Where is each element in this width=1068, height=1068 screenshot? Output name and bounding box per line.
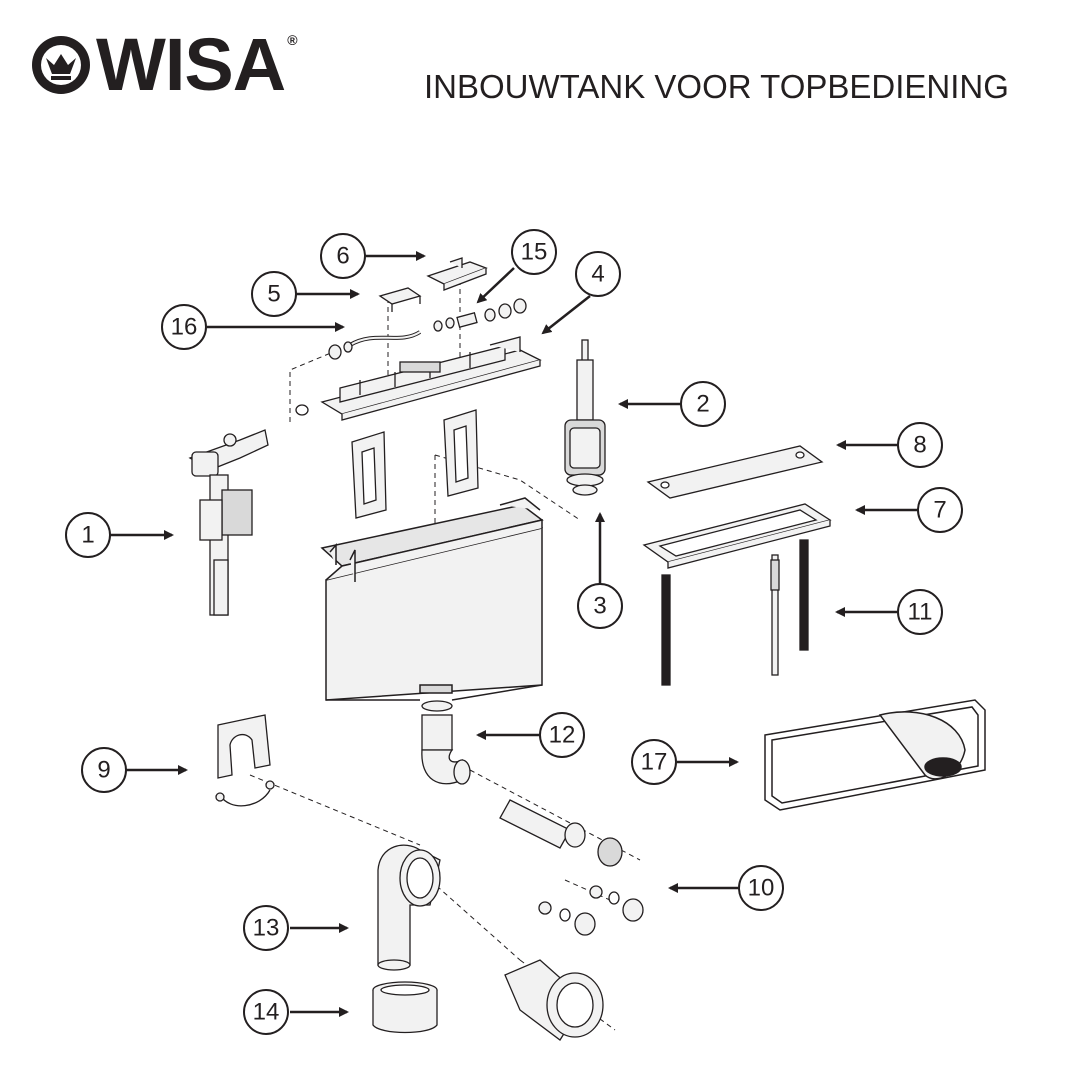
callout-circle-8 bbox=[897, 422, 943, 468]
callout-arrows bbox=[110, 251, 917, 1017]
arrow-15 bbox=[476, 267, 515, 304]
callout-number-10: 10 bbox=[748, 875, 775, 902]
part-14-sleeve bbox=[372, 981, 438, 1034]
callout-number-6: 6 bbox=[336, 243, 349, 270]
callout-number-17: 17 bbox=[641, 749, 668, 776]
brand-name: WISA bbox=[96, 23, 286, 106]
callout-circle-4 bbox=[575, 251, 621, 297]
callout-number-2: 2 bbox=[696, 391, 709, 418]
part-17-flush-plate bbox=[764, 699, 986, 811]
callout-number-1: 1 bbox=[81, 522, 94, 549]
part-1-fill-valve bbox=[188, 429, 269, 616]
part-6-lever-bracket bbox=[426, 257, 488, 291]
pan-connector-elbow bbox=[504, 959, 604, 1041]
callout-circle-2 bbox=[680, 381, 726, 427]
tank-hangers bbox=[351, 409, 479, 519]
callout-circle-15 bbox=[511, 229, 557, 275]
registered-mark: ® bbox=[287, 32, 298, 48]
callout-number-13: 13 bbox=[253, 915, 280, 942]
callout-circle-3 bbox=[577, 583, 623, 629]
callout-number-7: 7 bbox=[933, 497, 946, 524]
cistern-tank bbox=[320, 497, 544, 701]
callout-circle-14 bbox=[243, 989, 289, 1035]
part-13-pipe-bend bbox=[377, 844, 441, 971]
callout-number-8: 8 bbox=[913, 432, 926, 459]
callout-number-11: 11 bbox=[908, 599, 933, 626]
crown-in-circle-icon bbox=[32, 36, 90, 94]
part-8-cover-plate bbox=[646, 445, 824, 499]
callout-number-4: 4 bbox=[591, 261, 604, 288]
part-10-fittings bbox=[499, 799, 644, 936]
part-4-top-frame bbox=[295, 336, 542, 421]
arrow-4 bbox=[541, 295, 591, 335]
callout-circle-16 bbox=[161, 304, 207, 350]
part-11-threaded-rods bbox=[661, 539, 809, 686]
part-9-bracket bbox=[215, 714, 275, 807]
callout-number-15: 15 bbox=[521, 239, 548, 266]
callout-number-14: 14 bbox=[253, 999, 280, 1026]
wisa-logo: WISA ® bbox=[30, 23, 298, 106]
part-15-rod-and-nuts bbox=[433, 298, 527, 332]
part-16-cable bbox=[328, 330, 422, 360]
callout-circle-17 bbox=[631, 739, 677, 785]
part-12-bend bbox=[421, 700, 471, 785]
page-title: INBOUWTANK VOOR TOPBEDIENING bbox=[424, 68, 1009, 105]
callout-markers bbox=[65, 229, 963, 1035]
callout-circle-7 bbox=[917, 487, 963, 533]
callout-circle-11 bbox=[897, 589, 943, 635]
part-2-flush-valve bbox=[564, 339, 606, 496]
callout-circle-10 bbox=[738, 865, 784, 911]
callout-circle-5 bbox=[251, 271, 297, 317]
callout-circle-6 bbox=[320, 233, 366, 279]
callout-number-9: 9 bbox=[97, 757, 110, 784]
callout-circle-9 bbox=[81, 747, 127, 793]
callout-circle-1 bbox=[65, 512, 111, 558]
callout-number-12: 12 bbox=[549, 722, 576, 749]
callout-number-3: 3 bbox=[593, 593, 606, 620]
callout-numbers: 1 2 3 4 5 6 7 8 9 10 11 12 13 14 15 16 1… bbox=[81, 239, 946, 1026]
callout-circle-13 bbox=[243, 905, 289, 951]
callout-circle-12 bbox=[539, 712, 585, 758]
callout-number-16: 16 bbox=[171, 314, 198, 341]
part-7-mounting-frame bbox=[642, 503, 832, 569]
part-5-clip bbox=[378, 287, 422, 312]
callout-number-5: 5 bbox=[267, 281, 280, 308]
